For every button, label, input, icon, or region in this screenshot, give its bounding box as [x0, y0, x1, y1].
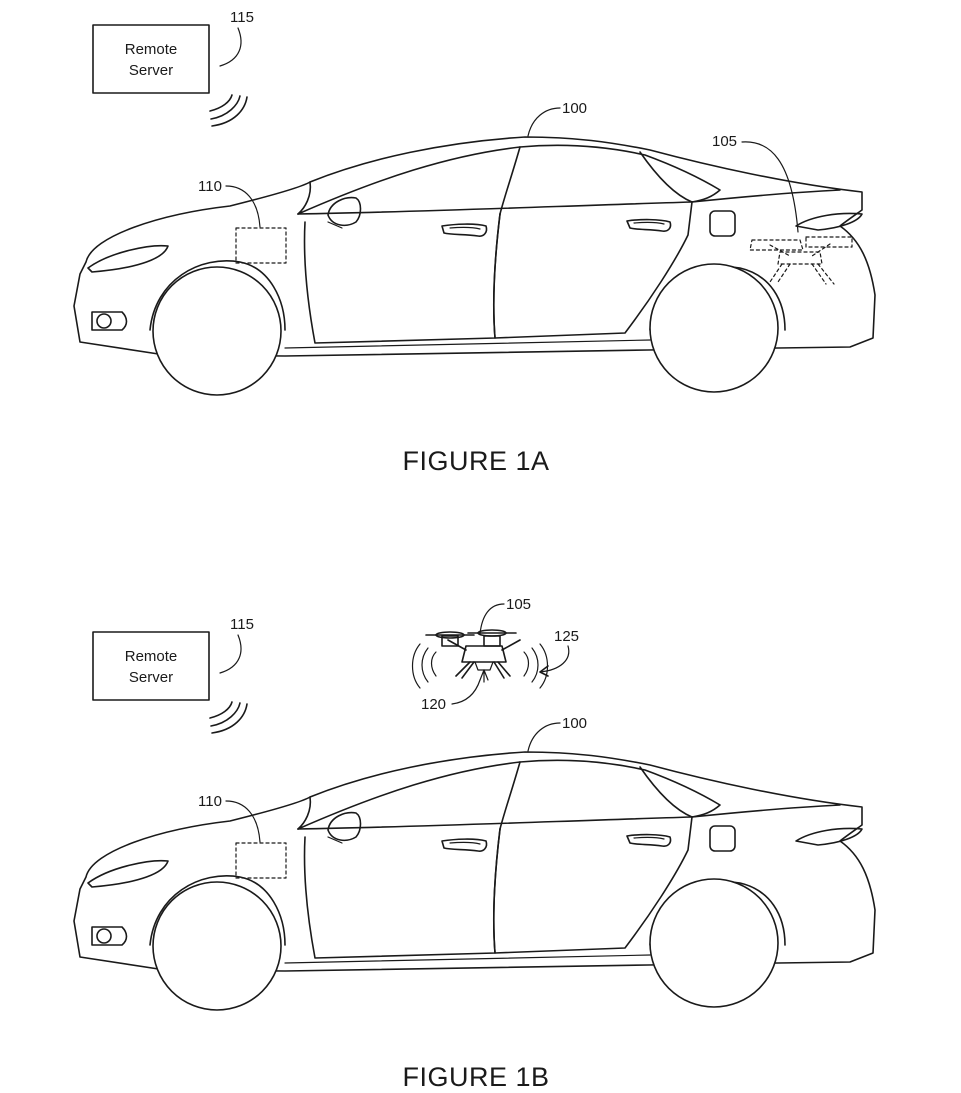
ref-label-controller: 110 [198, 793, 222, 810]
ref-label-vehicle: 100 [562, 715, 587, 732]
leader-line-drone [741, 141, 799, 233]
drone-icon [749, 236, 853, 285]
ref-label-server: 115 [230, 616, 254, 633]
server-label-line2: Server [129, 62, 173, 79]
figure-1b: Remote Server 115 105 125 120 [73, 596, 876, 1092]
leader-line-controller [225, 185, 261, 228]
leader-line-signal [539, 645, 570, 673]
leader-line-server [219, 27, 242, 67]
arrow-icon [539, 665, 549, 677]
ref-label-sensor: 120 [421, 696, 446, 713]
server-label-line2: Server [129, 669, 173, 686]
wireless-signal-icon [209, 94, 248, 127]
ref-label-drone: 105 [712, 133, 737, 150]
leader-line-server [219, 634, 242, 674]
ref-label-vehicle: 100 [562, 100, 587, 117]
drone-icon [425, 629, 521, 683]
leader-line-vehicle [527, 722, 561, 752]
remote-server-box: Remote Server [92, 631, 210, 701]
leader-line-vehicle [527, 107, 561, 137]
car-icon [73, 751, 876, 1011]
server-label-line1: Remote [125, 648, 178, 665]
server-label-line1: Remote [125, 41, 178, 58]
figure-1a: Remote Server 115 100 110 105 FIGURE 1A [73, 9, 876, 476]
leader-line-sensor [451, 679, 481, 705]
leader-line-drone [479, 603, 505, 635]
figure-caption: FIGURE 1A [402, 446, 549, 476]
ref-label-controller: 110 [198, 178, 222, 195]
ref-label-signal: 125 [554, 628, 579, 645]
car-icon [73, 136, 876, 396]
wireless-signal-icon [209, 701, 248, 734]
ref-label-server: 115 [230, 9, 254, 26]
leader-line-controller [225, 800, 261, 843]
remote-server-box: Remote Server [92, 24, 210, 94]
figure-caption: FIGURE 1B [402, 1062, 549, 1092]
ref-label-drone: 105 [506, 596, 531, 613]
